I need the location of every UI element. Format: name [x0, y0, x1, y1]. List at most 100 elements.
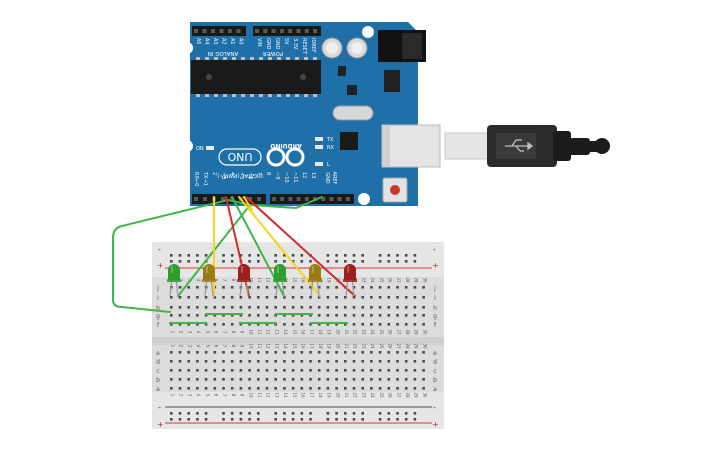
- led-green[interactable]: [273, 264, 287, 297]
- led-red[interactable]: [343, 264, 357, 297]
- header-pin: [257, 197, 261, 201]
- column-label: 5: [205, 345, 210, 348]
- analog-in-label: ANALOG IN: [208, 50, 239, 56]
- breadboard[interactable]: - - + + - - + + 111122223333444455556666…: [152, 242, 444, 429]
- header-pin: [202, 29, 207, 33]
- column-label: 16: [301, 277, 306, 283]
- header-pin: [194, 29, 198, 33]
- column-label: 3: [187, 331, 192, 334]
- header-pin: [280, 197, 285, 201]
- column-label: 15: [292, 277, 297, 283]
- reset-button[interactable]: [382, 177, 408, 203]
- digital-pin-label: TX→1: [202, 171, 208, 186]
- header-pin: [329, 197, 334, 201]
- column-label: 23: [361, 392, 366, 398]
- column-label: 6: [214, 345, 219, 348]
- svg-text:UNO: UNO: [227, 150, 252, 163]
- column-label: 17: [309, 329, 314, 335]
- rail-plus-label: +: [157, 261, 164, 270]
- header-pin: [219, 29, 224, 33]
- row-label: j: [433, 285, 436, 292]
- regulator: [347, 85, 357, 95]
- column-label: 19: [327, 277, 332, 283]
- header-pin: [288, 197, 293, 201]
- column-label: 11: [257, 343, 262, 349]
- column-label: 1: [170, 331, 175, 334]
- column-label: 7: [222, 345, 227, 348]
- column-label: 2: [179, 394, 184, 397]
- usb-b-port: [381, 124, 441, 168]
- power-pin-label: 3.3V: [292, 38, 298, 50]
- row-label: h: [433, 305, 437, 312]
- led-green[interactable]: [167, 264, 181, 297]
- uno-badge: UNO: [218, 148, 262, 166]
- analog-pin-label: A4: [204, 38, 210, 45]
- led-yellow[interactable]: [202, 264, 216, 297]
- column-label: 21: [344, 343, 349, 349]
- column-label: 8: [231, 331, 236, 334]
- wire-pin4-yellow[interactable]: [238, 196, 321, 297]
- column-label: 16: [301, 343, 306, 349]
- header-pin: [321, 197, 326, 201]
- column-label: 29: [414, 392, 419, 398]
- header-pin: [203, 197, 207, 201]
- column-label: 22: [353, 329, 358, 335]
- column-label: 15: [292, 343, 297, 349]
- row-label: b: [156, 377, 160, 384]
- column-label: 7: [222, 394, 227, 397]
- digital-pin-label: ~6: [247, 172, 253, 179]
- header-pin: [296, 29, 301, 33]
- row-label: i: [434, 295, 436, 302]
- power-pin-label: IOREF: [310, 38, 316, 53]
- aref-label: AREF: [331, 172, 337, 185]
- column-label: 10: [248, 329, 253, 335]
- column-label: 18: [318, 392, 323, 398]
- svg-text:TX: TX: [326, 137, 334, 143]
- column-label: 23: [361, 329, 366, 335]
- led-yellow[interactable]: [308, 264, 322, 297]
- row-label: i: [157, 295, 159, 302]
- rail-plus-label: +: [157, 420, 164, 429]
- column-label: 25: [379, 277, 384, 283]
- header-pin: [263, 29, 268, 33]
- connected-strip-highlights: [169, 313, 348, 324]
- column-label: 23: [361, 277, 366, 283]
- wire-pin2-yellow-branch[interactable]: [243, 196, 253, 211]
- mounting-hole: [362, 26, 374, 38]
- column-label: 15: [292, 329, 297, 335]
- usb-cable[interactable]: [444, 125, 610, 167]
- column-label: 10: [248, 392, 253, 398]
- column-label: 1: [170, 345, 175, 348]
- column-label: 27: [396, 329, 401, 335]
- column-label: 12: [266, 329, 271, 335]
- column-label: 13: [274, 329, 279, 335]
- rail-minus-label: -: [158, 245, 161, 254]
- column-label: 8: [231, 345, 236, 348]
- power-pin-label: RESET: [301, 38, 307, 55]
- digital-label: DIGITAL (PWM~): [217, 172, 263, 178]
- column-label: 30: [422, 277, 427, 283]
- wire-pin3-red[interactable]: [245, 196, 356, 297]
- column-label: 28: [405, 277, 410, 283]
- svg-text:L: L: [327, 162, 330, 168]
- row-label: a: [156, 386, 160, 393]
- column-label: 26: [388, 277, 393, 283]
- column-label: 22: [353, 343, 358, 349]
- column-label: 29: [414, 277, 419, 283]
- power-label: POWER: [263, 50, 284, 56]
- rx-led: RX: [315, 145, 334, 151]
- column-label: 24: [370, 277, 375, 283]
- digital-pin-label: ~9: [274, 172, 280, 179]
- wires[interactable]: [112, 196, 356, 313]
- column-label: 15: [292, 392, 297, 398]
- column-label: 26: [388, 343, 393, 349]
- column-label: 27: [396, 343, 401, 349]
- rail-minus-label: -: [433, 403, 436, 412]
- column-label: 13: [274, 343, 279, 349]
- column-label: 25: [379, 329, 384, 335]
- header-pin: [271, 29, 276, 33]
- led-red[interactable]: [237, 264, 251, 297]
- column-label: 9: [240, 345, 245, 348]
- ground-wire-loop[interactable]: [112, 198, 251, 313]
